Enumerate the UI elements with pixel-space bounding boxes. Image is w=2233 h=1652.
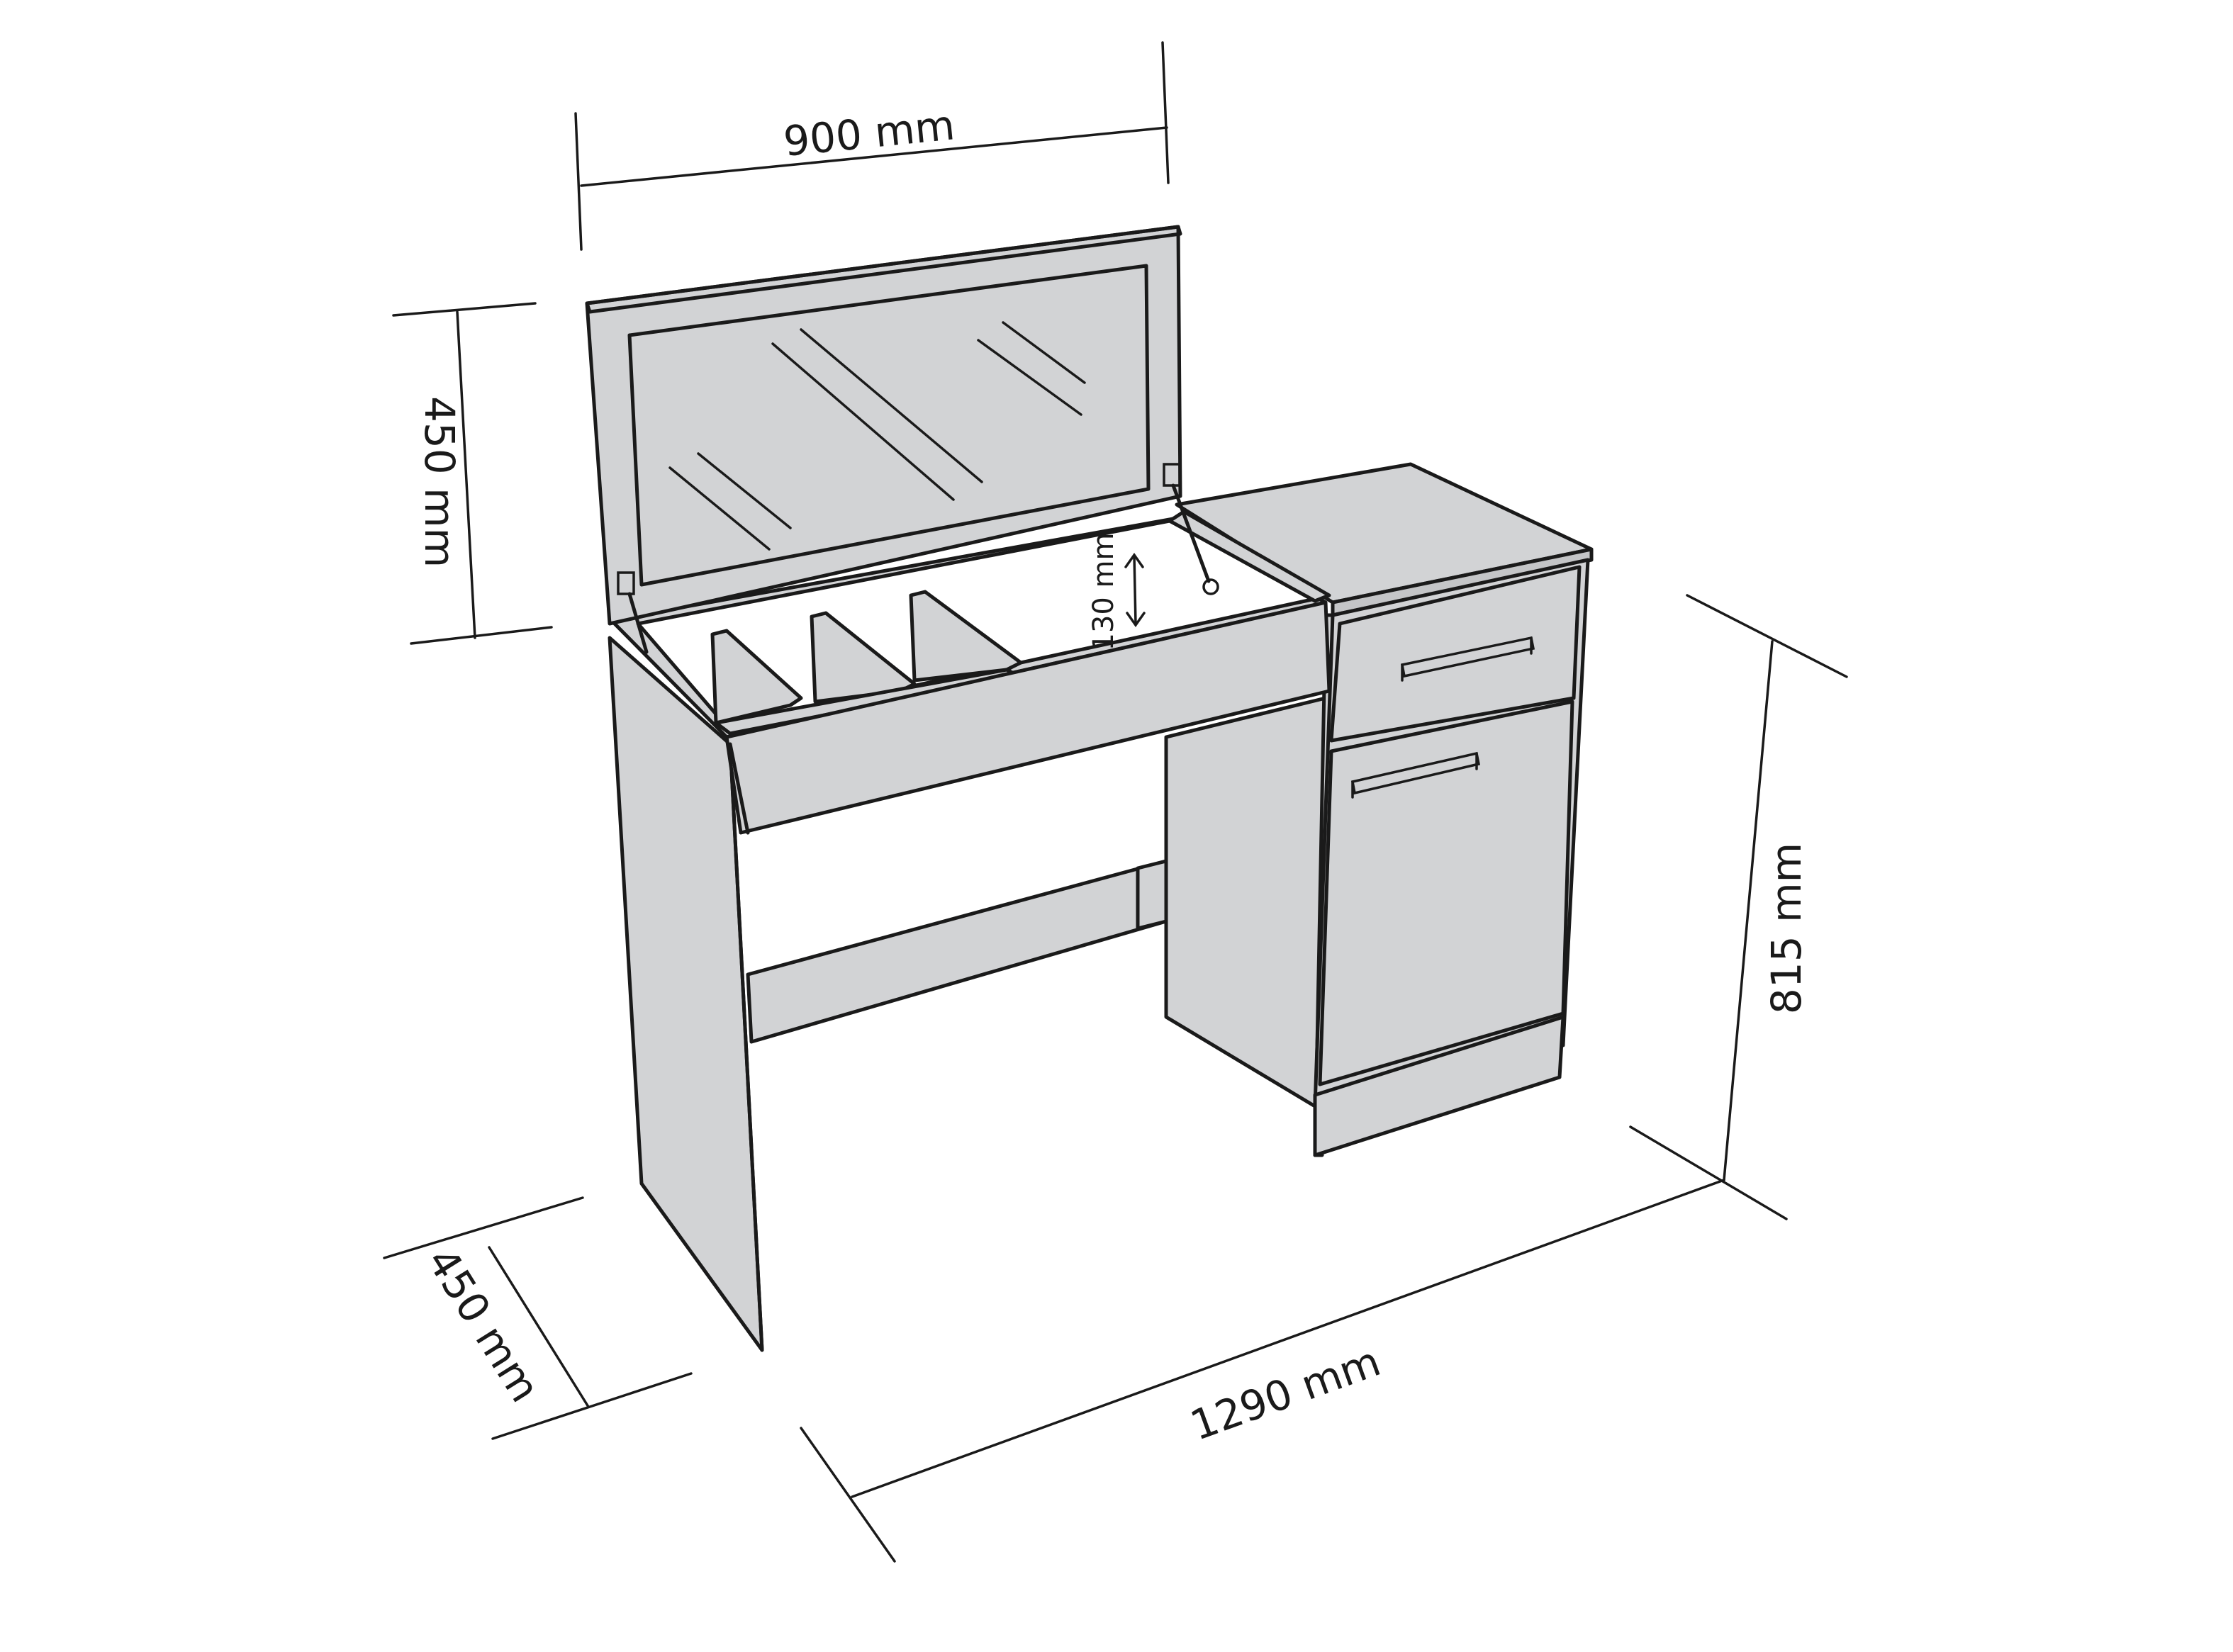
dim-depth: 450 mm [383,1196,693,1440]
mirror-lid [585,225,1182,626]
dim-compartment-depth: 130 mm [1087,533,1146,651]
double-arrow-icon [1124,552,1146,628]
mirror-reflection-lines [668,321,1086,551]
door-handle-icon [1350,751,1481,799]
storage-compartment [609,510,1331,835]
label-total-width: 1290 mm [1184,1337,1386,1450]
label-total-height: 815 mm [1762,843,1811,1014]
drawer-handle-icon [1400,636,1535,682]
dim-total-height: 815 mm [1629,594,1848,1220]
label-compartment-depth: 130 mm [1087,533,1120,651]
dim-mirror-width: 900 mm [574,41,1170,251]
middle-support-panel [1164,696,1328,1115]
dim-mirror-height: 450 mm [392,302,553,645]
label-mirror-height: 450 mm [415,396,464,568]
label-mirror-width: 900 mm [781,101,957,166]
left-side-panel [608,636,764,1352]
lower-rail [746,859,1168,1044]
label-depth: 450 mm [418,1240,549,1410]
gas-strut-icon [617,463,1219,654]
dim-total-width: 1290 mm [800,1179,1725,1563]
